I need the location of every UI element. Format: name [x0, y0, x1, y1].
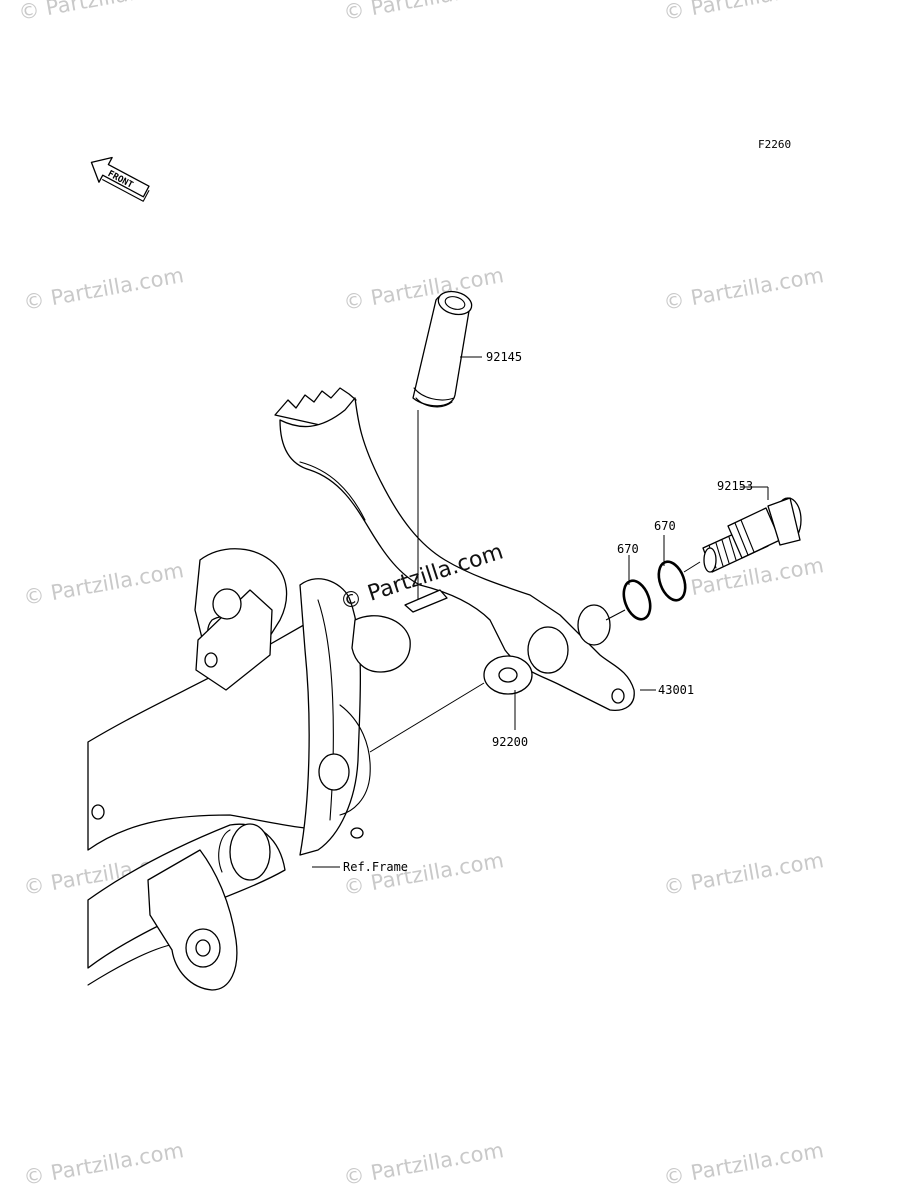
o-ring-part-670-b — [657, 560, 687, 602]
watermark: © Partzilla.com — [662, 848, 826, 900]
reference-label-frame: Ref.Frame — [343, 860, 408, 874]
figure-code: F2260 — [758, 138, 791, 151]
watermark: © Partzilla.com — [22, 1138, 186, 1190]
watermark: © Partzilla.com — [342, 263, 506, 315]
part-label-43001: 43001 — [658, 683, 694, 697]
part-label-92145: 92145 — [486, 350, 522, 364]
watermark: © Partzilla.com — [342, 0, 506, 25]
watermark: © Partzilla.com — [17, 0, 181, 25]
watermark: © Partzilla.com — [662, 1138, 826, 1190]
frame-assembly — [87, 548, 411, 991]
watermark: © Partzilla.com — [22, 558, 186, 610]
part-label-670-a: 670 — [617, 542, 639, 556]
watermark: © Partzilla.com — [662, 553, 826, 605]
watermark-layer: © Partzilla.com © Partzilla.com © Partzi… — [17, 0, 826, 1190]
front-arrow-icon: FRONT — [90, 156, 150, 202]
brake-pedal-part-43001 — [274, 387, 635, 711]
pivot-bolt-part-92153 — [702, 497, 802, 573]
watermark: © Partzilla.com — [342, 1138, 506, 1190]
watermark: © Partzilla.com — [22, 263, 186, 315]
part-label-92200: 92200 — [492, 735, 528, 749]
watermark: © Partzilla.com — [662, 0, 826, 25]
watermark: © Partzilla.com — [662, 263, 826, 315]
watermark: © Partzilla.com — [342, 848, 506, 900]
leader-lines — [312, 356, 769, 868]
part-label-92153: 92153 — [717, 479, 753, 493]
o-ring-part-670-a — [622, 579, 652, 621]
part-label-670-b: 670 — [654, 519, 676, 533]
washer-part-92200 — [483, 655, 533, 695]
spring-part-92145 — [412, 290, 473, 408]
